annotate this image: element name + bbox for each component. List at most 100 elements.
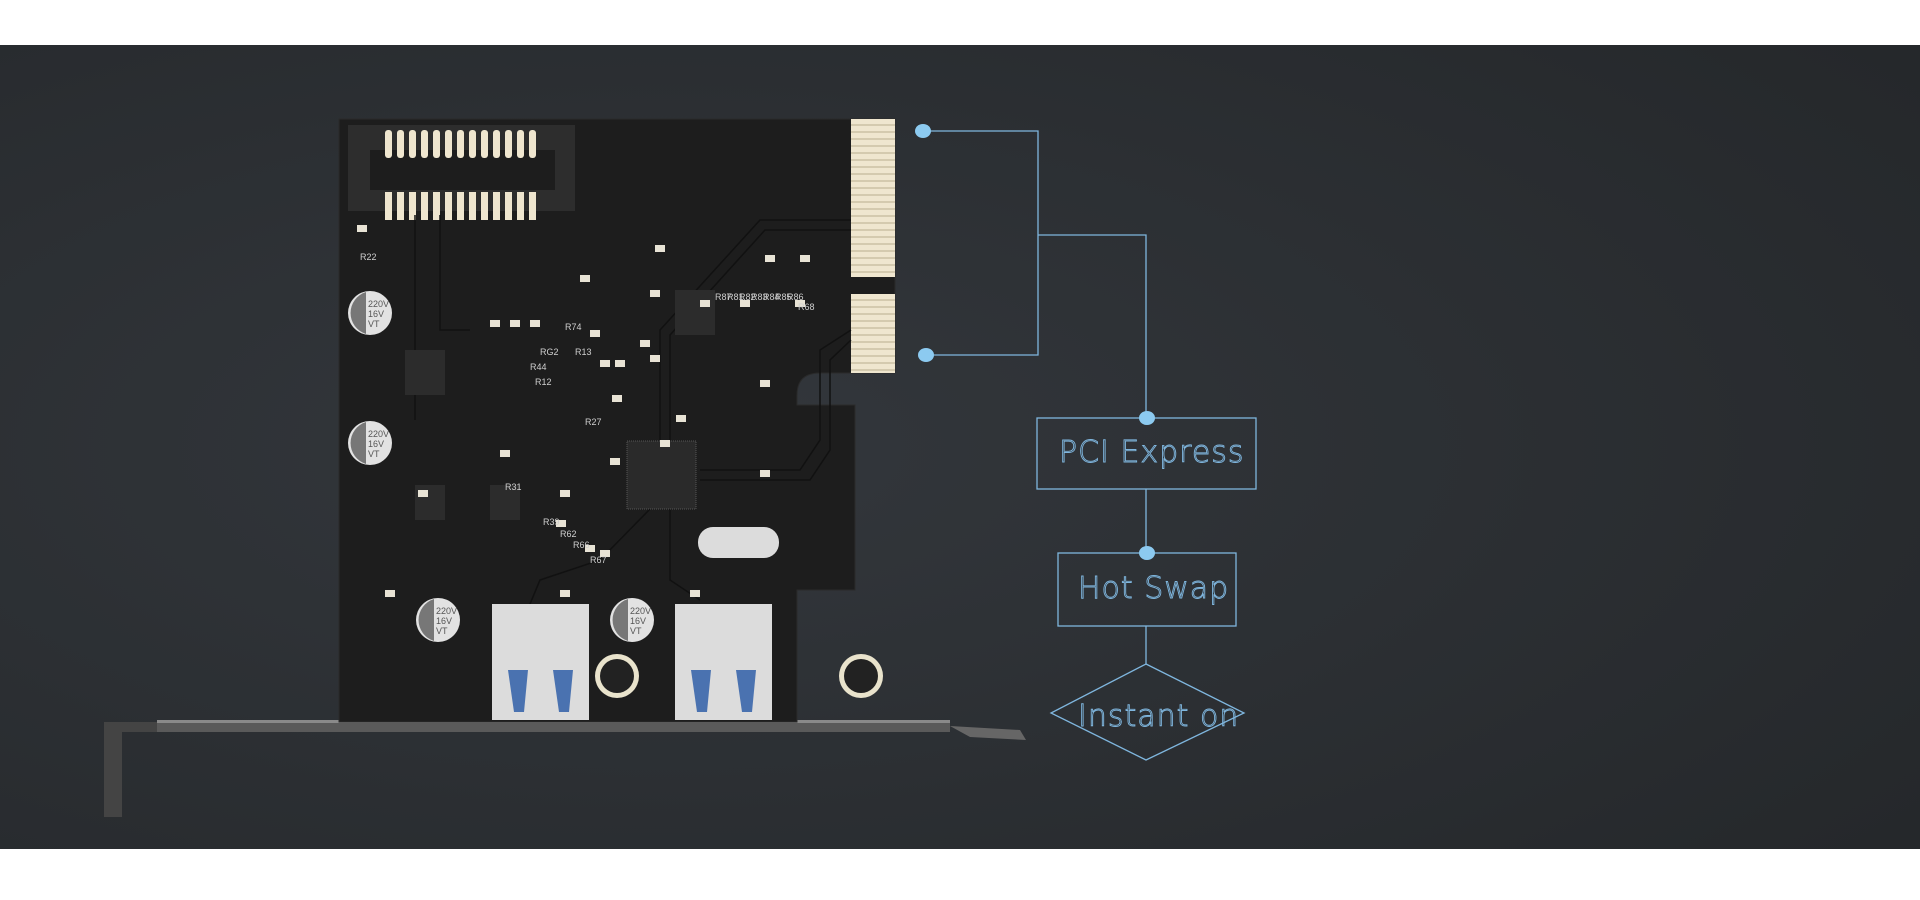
capacitor-label: 220V xyxy=(436,606,457,616)
silkscreen-label: R82 xyxy=(739,292,756,302)
usb-port-2[interactable] xyxy=(675,604,772,720)
silkscreen-label: R12 xyxy=(535,377,552,387)
capacitor-label: 16V xyxy=(368,309,384,319)
silkscreen-label: R81 xyxy=(727,292,744,302)
sata-pin xyxy=(493,192,500,220)
sata-power-connector xyxy=(348,125,575,220)
smd-resistor xyxy=(585,545,595,552)
smd-resistor xyxy=(655,245,665,252)
sata-pin xyxy=(517,130,524,158)
pcie-gold-fingers xyxy=(851,119,895,373)
usb-port-1[interactable] xyxy=(492,604,589,720)
smd-resistor xyxy=(612,395,622,402)
capacitor-label: 220V xyxy=(630,606,651,616)
silkscreen-label: R22 xyxy=(360,252,377,262)
capacitor-label: 220V xyxy=(368,429,389,439)
silkscreen-label: R68 xyxy=(798,302,815,312)
smd-resistor xyxy=(560,490,570,497)
sata-pin xyxy=(529,130,536,158)
sata-pin xyxy=(409,130,416,158)
smd-resistor xyxy=(690,590,700,597)
smd-resistor xyxy=(580,275,590,282)
smd-resistor xyxy=(600,550,610,557)
sata-pin xyxy=(433,130,440,158)
silkscreen-label: R66 xyxy=(573,540,590,550)
capacitor-label: VT xyxy=(630,626,642,636)
screw-icon xyxy=(595,654,639,698)
sata-pin xyxy=(469,192,476,220)
smd-resistor xyxy=(530,320,540,327)
silkscreen-label: R84 xyxy=(763,292,780,302)
smd-resistor xyxy=(610,458,620,465)
smd-resistor xyxy=(590,330,600,337)
usb-controller-chip xyxy=(626,440,697,510)
silkscreen-label: R83 xyxy=(751,292,768,302)
smd-resistor xyxy=(556,520,566,527)
smd-resistor xyxy=(640,340,650,347)
sata-pin xyxy=(397,192,404,220)
screw-icon xyxy=(839,654,883,698)
silkscreen-labels: R22R74RG2R12R44R13R27R31R39R62R66R67R68R… xyxy=(360,252,815,565)
silkscreen-label: R44 xyxy=(530,362,547,372)
ic-chips xyxy=(405,290,715,520)
silkscreen-label: R62 xyxy=(560,529,577,539)
sata-pin xyxy=(433,192,440,220)
smd-resistor xyxy=(418,490,428,497)
silkscreen-label: R86 xyxy=(787,292,804,302)
smd-resistor xyxy=(760,380,770,387)
silkscreen-label: R74 xyxy=(565,322,582,332)
smd-resistor xyxy=(660,440,670,447)
smd-resistor xyxy=(615,360,625,367)
smd-resistor xyxy=(760,470,770,477)
smd-resistor xyxy=(800,255,810,262)
sata-pin xyxy=(469,130,476,158)
sata-pin xyxy=(409,192,416,220)
silkscreen-label: R39 xyxy=(543,517,560,527)
capacitor-label: VT xyxy=(436,626,448,636)
capacitor-label: VT xyxy=(368,449,380,459)
smd-components xyxy=(357,225,810,597)
smd-resistor xyxy=(740,300,750,307)
sata-pin xyxy=(445,192,452,220)
pci-express-label: PCI Express xyxy=(1059,435,1245,470)
sata-pin xyxy=(445,130,452,158)
sata-pin xyxy=(505,192,512,220)
sata-pin xyxy=(481,192,488,220)
silkscreen-label: R13 xyxy=(575,347,592,357)
dark-backdrop xyxy=(0,45,1920,849)
connector-dots xyxy=(915,124,1155,560)
sata-pin xyxy=(457,130,464,158)
silkscreen-label: R27 xyxy=(585,417,602,427)
sata-pin xyxy=(457,192,464,220)
instant-on-label: Instant on xyxy=(1078,699,1239,734)
sata-pin xyxy=(421,192,428,220)
silkscreen-label: R85 xyxy=(775,292,792,302)
smd-resistor xyxy=(650,290,660,297)
sata-pin xyxy=(529,192,536,220)
sata-pin xyxy=(397,130,404,158)
capacitor-label: 16V xyxy=(368,439,384,449)
sata-pin xyxy=(505,130,512,158)
capacitor-label: VT xyxy=(368,319,380,329)
capacitor-label: 16V xyxy=(436,616,452,626)
silkscreen-label: R31 xyxy=(505,482,522,492)
smd-resistor xyxy=(650,355,660,362)
sata-pin xyxy=(421,130,428,158)
silkscreen-label: R87 xyxy=(715,292,732,302)
instant-on-diamond xyxy=(1049,663,1246,761)
smd-resistor xyxy=(700,300,710,307)
capacitor-label: 220V xyxy=(368,299,389,309)
silkscreen-label: RG2 xyxy=(540,347,559,357)
smd-resistor xyxy=(510,320,520,327)
sata-pin xyxy=(517,192,524,220)
sata-pin xyxy=(385,130,392,158)
smd-resistor xyxy=(357,225,367,232)
hot-swap-label: Hot Swap xyxy=(1078,571,1229,606)
smd-resistor xyxy=(500,450,510,457)
